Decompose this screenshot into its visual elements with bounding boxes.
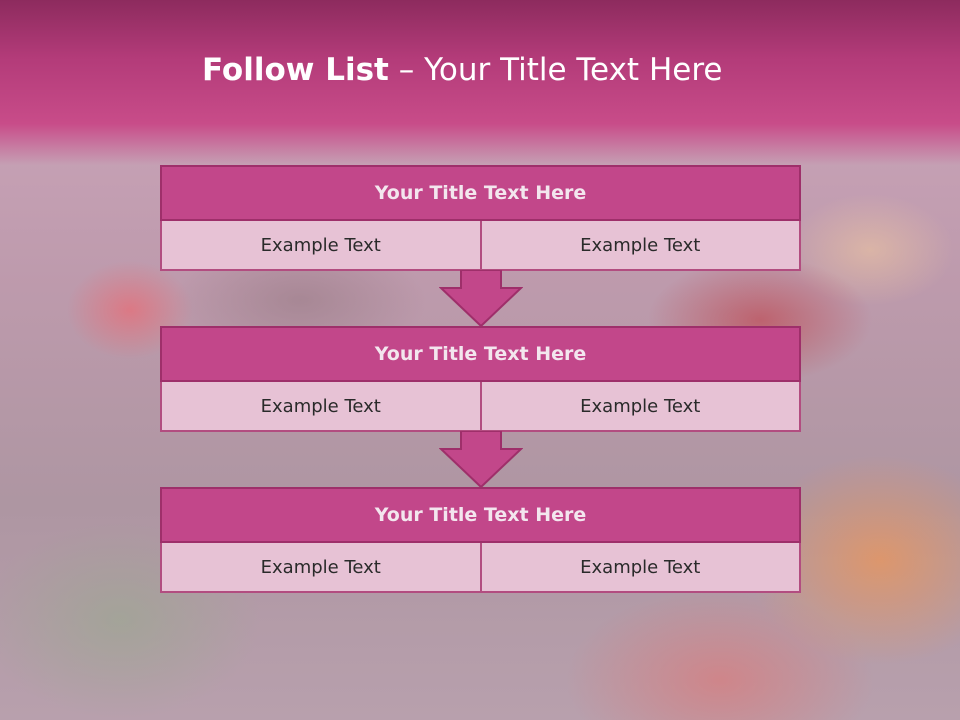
follow-block-3: Your Title Text Here Example Text Exampl… [160,487,801,593]
block-cell-left: Example Text [160,382,482,432]
down-arrow-icon [439,270,523,328]
slide-title: Follow List – Your Title Text Here [0,52,960,88]
slide-title-rest: – Your Title Text Here [388,52,723,88]
block-row: Example Text Example Text [160,221,801,271]
block-title: Your Title Text Here [160,487,801,543]
header-band [0,0,960,165]
slide-title-bold: Follow List [202,52,389,88]
block-title: Your Title Text Here [160,326,801,382]
block-cell-left: Example Text [160,221,482,271]
block-cell-right: Example Text [481,543,801,593]
block-row: Example Text Example Text [160,543,801,593]
block-title: Your Title Text Here [160,165,801,221]
block-cell-right: Example Text [481,382,801,432]
block-cell-left: Example Text [160,543,482,593]
block-row: Example Text Example Text [160,382,801,432]
down-arrow-icon [439,431,523,489]
follow-block-2: Your Title Text Here Example Text Exampl… [160,326,801,432]
block-cell-right: Example Text [481,221,801,271]
follow-block-1: Your Title Text Here Example Text Exampl… [160,165,801,271]
